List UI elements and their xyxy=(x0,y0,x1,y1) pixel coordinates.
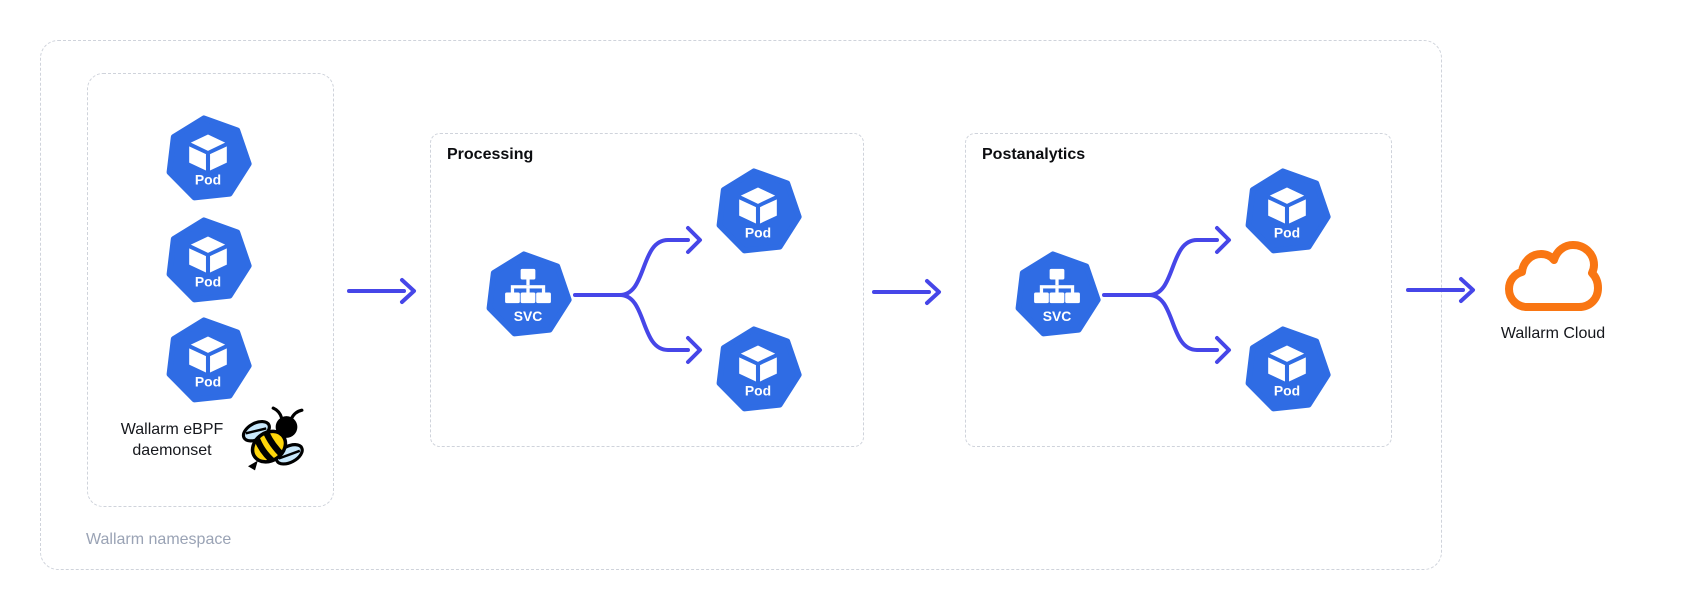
daemonset-label-line1: Wallarm eBPF xyxy=(120,421,224,438)
arrow-processing-to-postanalytics-icon xyxy=(872,279,941,305)
pod-cube-icon xyxy=(739,345,777,382)
pod-label: Pod xyxy=(745,224,771,240)
processing-title: Processing xyxy=(447,146,534,163)
pod-label: Pod xyxy=(745,382,771,398)
svc-label: SVC xyxy=(514,308,543,324)
namespace-label: Wallarm namespace xyxy=(86,531,232,548)
postanalytics-pod-2: Pod xyxy=(1245,326,1331,412)
processing-pod-2: Pod xyxy=(716,326,802,412)
pod-label: Pod xyxy=(1274,382,1300,398)
pod-label: Pod xyxy=(1274,224,1300,240)
processing-svc: SVC xyxy=(486,251,572,337)
daemonset-label: Wallarm eBPF daemonset xyxy=(92,419,252,461)
postanalytics-svc: SVC xyxy=(1015,251,1101,337)
pod-label: Pod xyxy=(195,273,221,289)
postanalytics-branch-arrows-icon xyxy=(1102,226,1231,364)
daemonset-pod-2: Pod xyxy=(166,217,252,303)
postanalytics-title: Postanalytics xyxy=(982,146,1086,163)
wallarm-namespace-box: Wallarm namespace xyxy=(40,40,1442,570)
pod-label: Pod xyxy=(195,171,221,187)
processing-box: Processing xyxy=(430,133,864,447)
pod-cube-icon xyxy=(189,134,227,171)
postanalytics-box: Postanalytics xyxy=(965,133,1392,447)
pod-label: Pod xyxy=(195,373,221,389)
arrow-postanalytics-to-cloud-icon xyxy=(1406,277,1475,303)
wallarm-cloud-icon xyxy=(1505,241,1602,311)
daemonset-box xyxy=(87,73,334,507)
pod-cube-icon xyxy=(1268,345,1306,382)
pod-cube-icon xyxy=(1268,187,1306,224)
arrow-daemonset-to-processing-icon xyxy=(347,278,416,304)
svc-label: SVC xyxy=(1043,308,1072,324)
daemonset-pod-1: Pod xyxy=(166,115,252,201)
pod-cube-icon xyxy=(189,236,227,273)
ebpf-bee-icon xyxy=(241,406,304,471)
processing-pod-1: Pod xyxy=(716,168,802,254)
postanalytics-pod-1: Pod xyxy=(1245,168,1331,254)
processing-branch-arrows-icon xyxy=(573,226,702,364)
daemonset-pod-3: Pod xyxy=(166,317,252,403)
service-sitemap-icon xyxy=(1034,268,1080,304)
wallarm-cloud-label: Wallarm Cloud xyxy=(1500,325,1606,342)
service-sitemap-icon xyxy=(505,268,551,304)
pod-cube-icon xyxy=(189,336,227,373)
daemonset-label-line2: daemonset xyxy=(132,442,212,459)
